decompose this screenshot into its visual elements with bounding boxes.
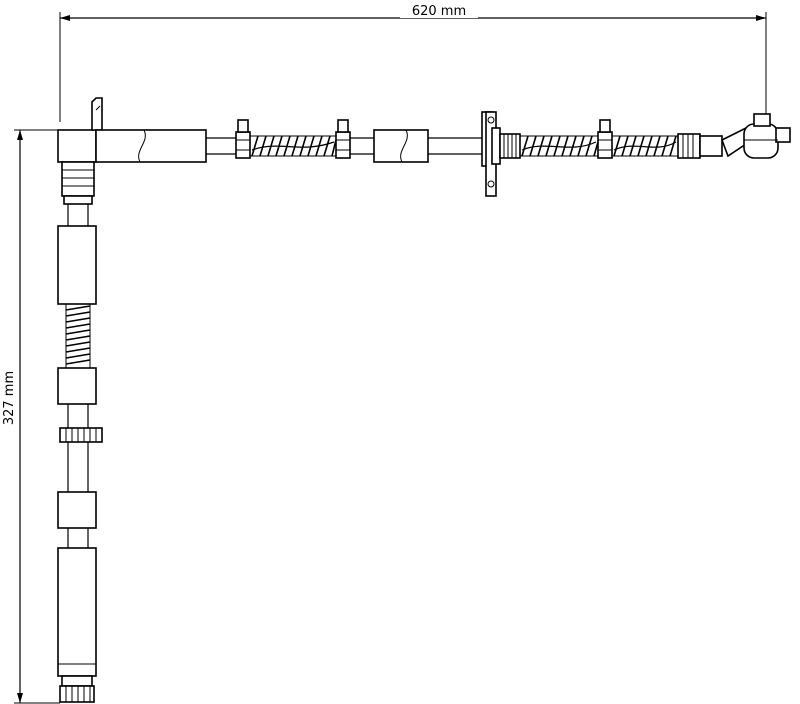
width-arrow-left — [60, 15, 70, 21]
crimp-ferrule — [677, 133, 701, 159]
grommet — [59, 427, 103, 443]
hose-clip-3 — [597, 131, 613, 159]
height-dimension-label: 327 mm — [2, 371, 17, 425]
vertical-hose — [57, 161, 103, 703]
width-dimension-label: 620 mm — [412, 4, 466, 19]
hose-clip-2 — [335, 131, 351, 159]
width-dimension: 620 mm — [59, 4, 767, 122]
protective-sleeve-1 — [95, 129, 207, 163]
height-arrow-top — [17, 130, 23, 140]
height-arrow-bottom — [17, 693, 23, 703]
end-banjo-fitting — [743, 123, 779, 159]
hose-clip-1 — [235, 131, 251, 159]
corner-banjo-block — [57, 129, 97, 163]
bottom-fitting — [59, 685, 95, 703]
bottom-ferrule — [61, 675, 93, 687]
protective-sleeve-4 — [57, 367, 97, 405]
protective-sleeve-6 — [57, 547, 97, 677]
horizontal-hose — [57, 97, 791, 197]
mounting-bracket — [481, 111, 501, 197]
width-arrow-right — [756, 15, 766, 21]
protective-sleeve-3 — [57, 225, 97, 305]
corner-bracket-tab — [91, 97, 103, 131]
height-dimension: 327 mm — [2, 129, 60, 704]
protective-sleeve-5 — [57, 491, 97, 529]
corner-threaded-fitting — [61, 161, 95, 197]
threaded-fitting — [499, 133, 521, 159]
